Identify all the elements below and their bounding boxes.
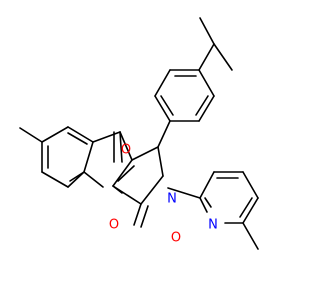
bond: [242, 222, 259, 250]
structure-canvas: O N O O N: [19, 17, 259, 250]
bond: [204, 197, 212, 208]
bond: [92, 131, 121, 143]
bond: [69, 171, 85, 182]
bond: [140, 205, 149, 228]
bond: [195, 95, 209, 116]
bond: [198, 43, 215, 71]
bond: [213, 43, 233, 71]
bond: [140, 175, 164, 205]
bond: [117, 165, 135, 182]
bond: [199, 17, 215, 45]
nitrogen-label: N: [208, 218, 218, 233]
oxygen-atom-lactam: O: [171, 231, 181, 246]
bond: [157, 146, 164, 177]
atom-labels: O N O O N: [109, 143, 218, 246]
bond: [119, 131, 133, 161]
nitrogen-label: N: [167, 192, 177, 207]
bonds: [19, 17, 259, 250]
bond: [198, 95, 215, 122]
bond: [119, 131, 123, 163]
bond: [83, 141, 94, 173]
bond: [154, 69, 171, 97]
bond: [154, 95, 171, 122]
oxygen-label: O: [171, 231, 181, 246]
nitrogen-atom-lactam: N: [167, 192, 177, 207]
bond: [198, 69, 215, 97]
bond: [157, 120, 171, 148]
bond: [67, 132, 88, 145]
bond: [160, 95, 174, 116]
bond: [112, 185, 123, 194]
bond: [199, 171, 215, 199]
molecule-diagram: O N O O N: [19, 17, 259, 250]
bond: [242, 197, 259, 224]
nitrogen-atom-pyridine: N: [208, 218, 218, 233]
bond: [131, 146, 159, 161]
bond: [167, 187, 201, 199]
bond: [242, 171, 259, 199]
bond: [112, 159, 133, 187]
oxygen-label: O: [109, 218, 119, 233]
bond: [133, 203, 142, 226]
bond: [41, 126, 69, 143]
bond: [239, 197, 253, 218]
bond: [67, 126, 94, 143]
oxygen-atom-ketone: O: [121, 143, 131, 158]
oxygen-label: O: [121, 143, 131, 158]
bond: [83, 171, 104, 188]
oxygen-atom-ring: O: [109, 218, 119, 233]
bond: [19, 127, 43, 143]
bond: [199, 197, 208, 213]
bond: [41, 171, 69, 188]
